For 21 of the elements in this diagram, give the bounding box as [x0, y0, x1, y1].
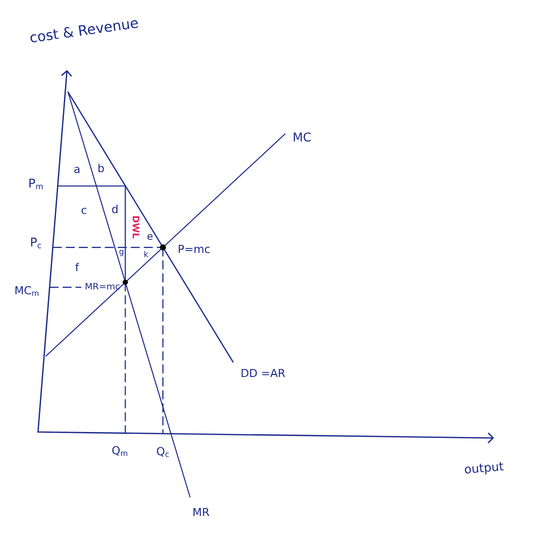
- area-letter: c: [82, 208, 86, 214]
- price-label: P$_{c}$: [31, 238, 42, 248]
- area-letter: f: [75, 262, 80, 272]
- area-letter: d: [112, 204, 118, 214]
- point-label: P=mc: [178, 244, 210, 254]
- area-letter: a: [74, 166, 80, 174]
- curve-label: MR: [194, 508, 210, 516]
- area-letter: e: [147, 234, 153, 240]
- area-letter: k: [144, 250, 148, 258]
- axis-title: output: [464, 462, 504, 474]
- price-label: MC$_{m}$: [16, 286, 38, 296]
- point-label: MR=mc: [86, 282, 120, 290]
- quantity-label: Q$_{m}$: [112, 446, 128, 456]
- curve-label: MC: [294, 132, 311, 142]
- quantity-label: Q$_{c}$: [156, 447, 169, 457]
- price-label: P$_{m}$: [29, 178, 43, 190]
- area-label: DWL: [132, 216, 140, 238]
- area-letter: b: [98, 164, 104, 172]
- area-letter: g: [119, 250, 124, 256]
- axis-title: cost & Revenue: [30, 20, 138, 42]
- curve-label: DD =AR: [242, 369, 286, 377]
